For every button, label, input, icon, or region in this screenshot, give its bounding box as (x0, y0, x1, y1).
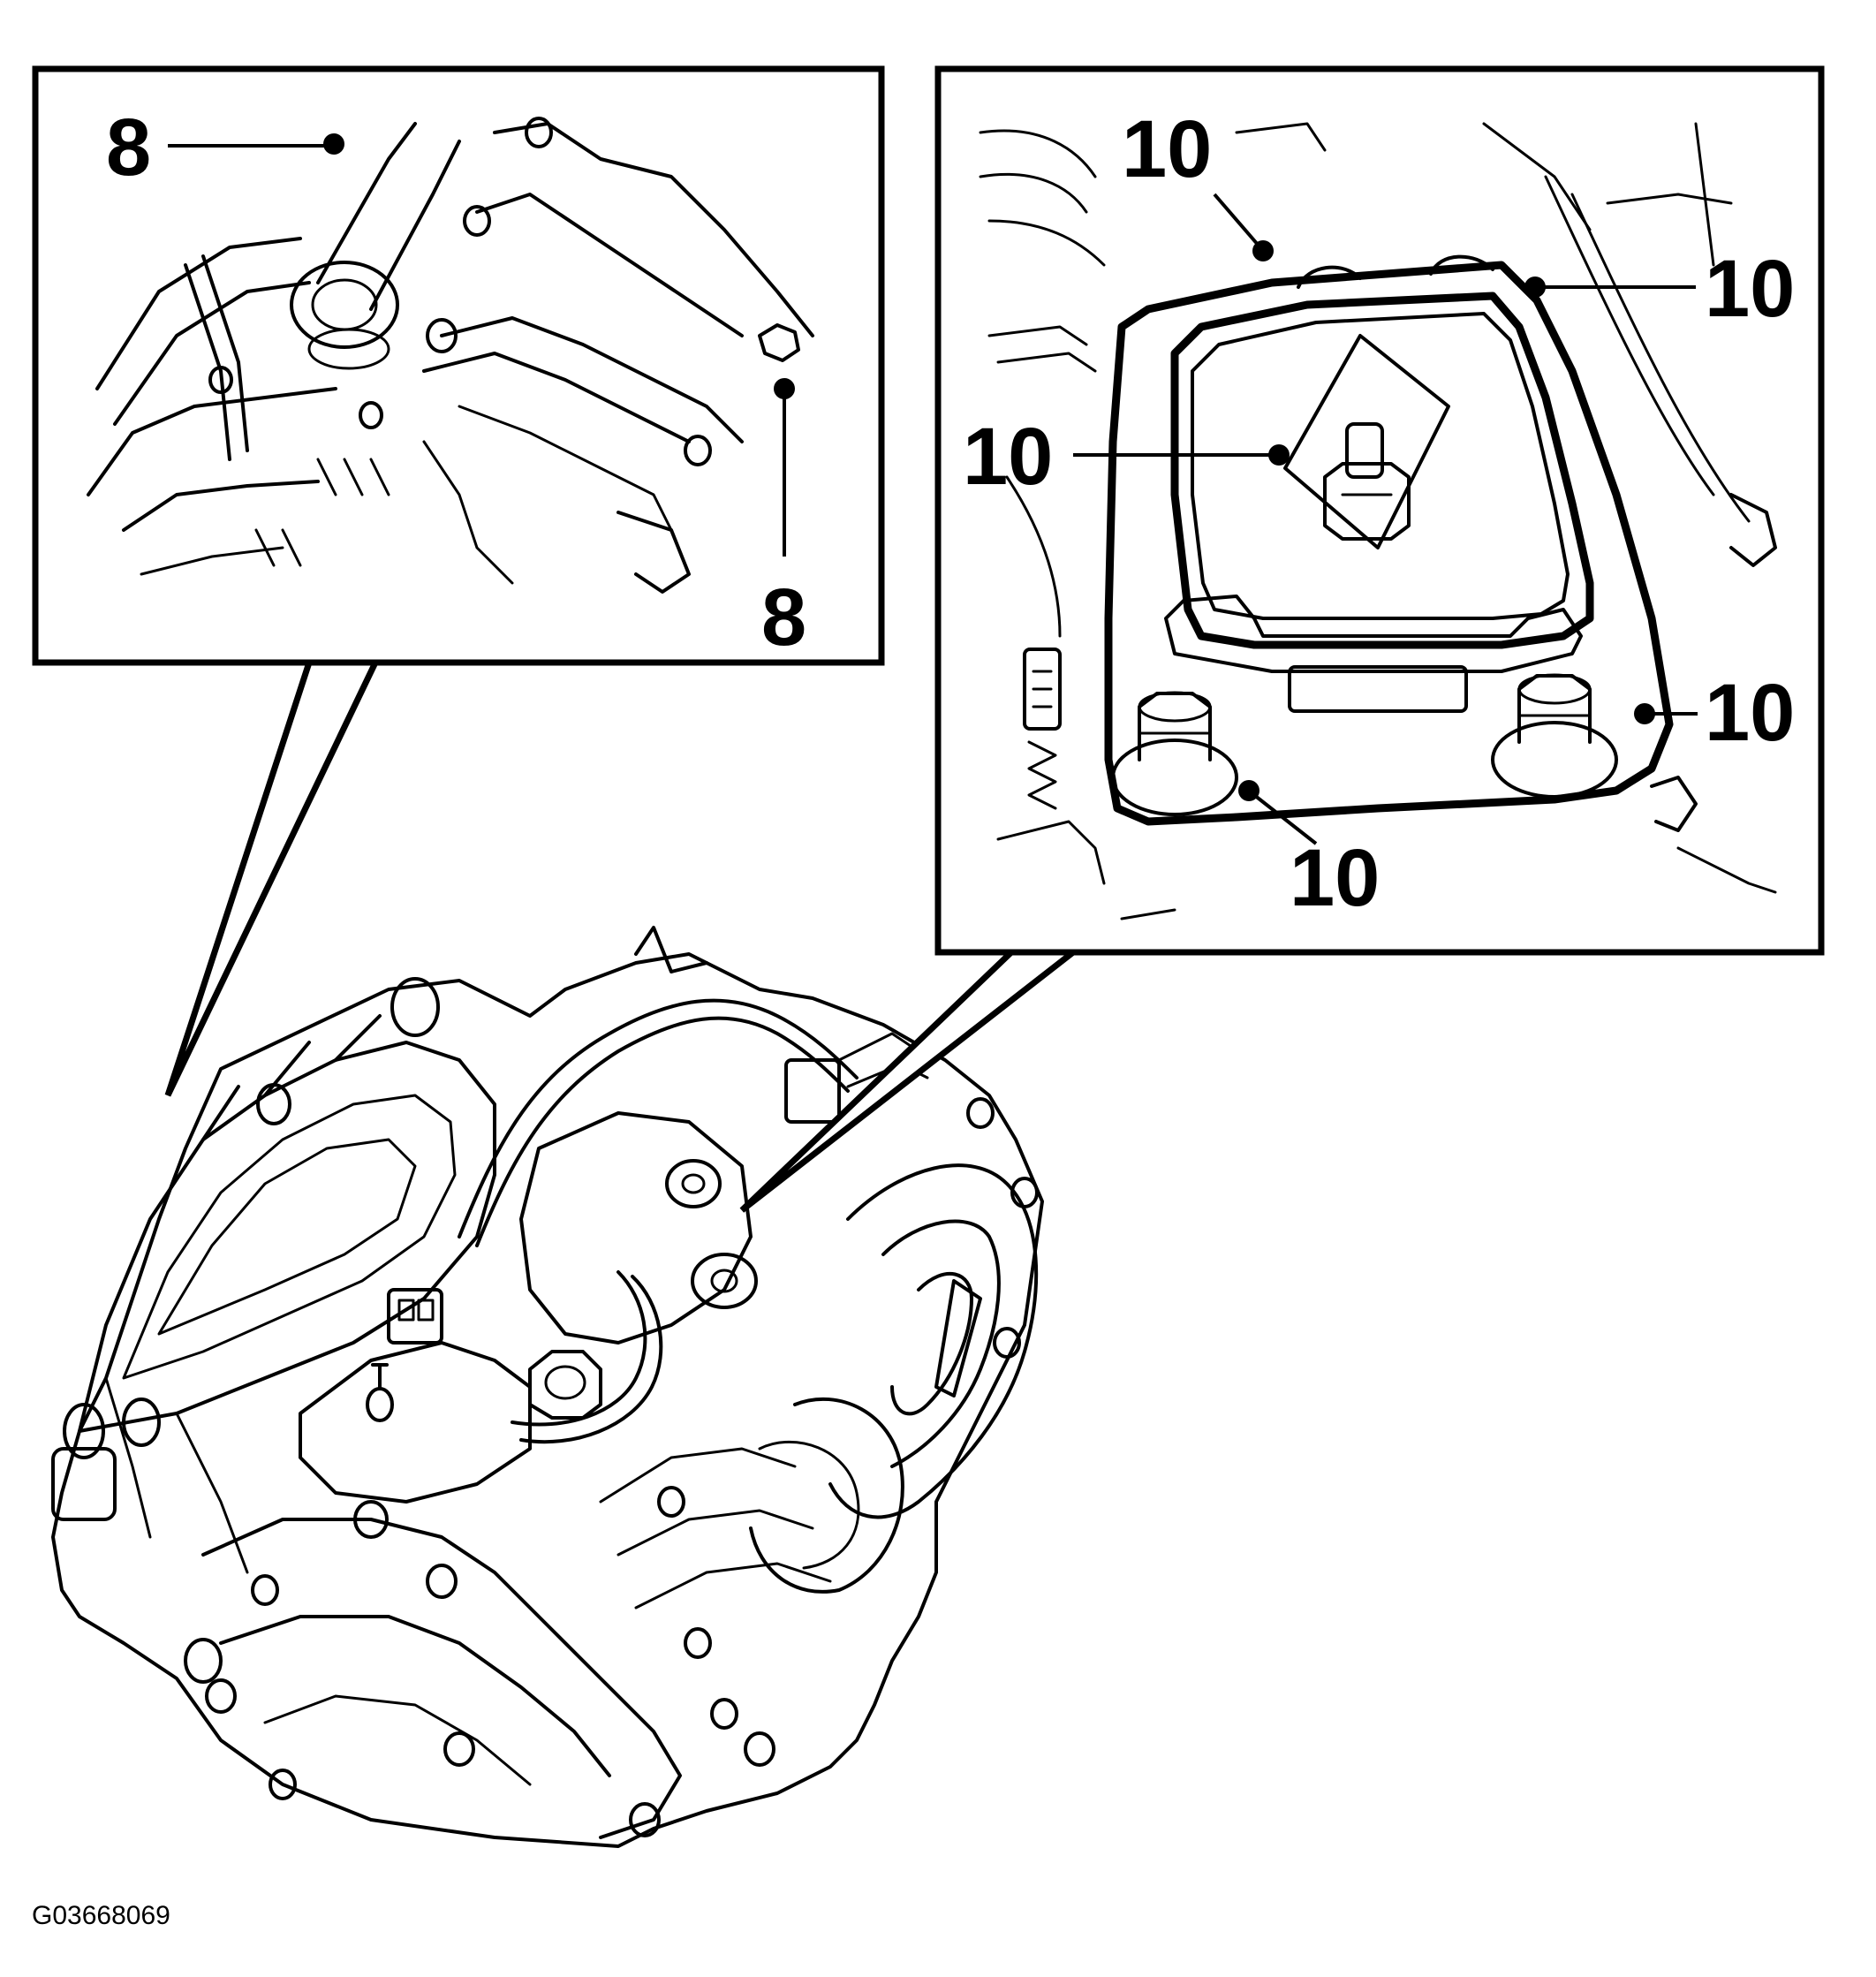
callout-10-bottom: 10 (1290, 833, 1380, 923)
callout-10-top-right: 10 (1705, 244, 1795, 334)
callout-10-top-left: 10 (1122, 104, 1212, 194)
right-detail-callout: 10 10 10 10 10 (739, 65, 1825, 1213)
callout-8-top: 8 (106, 102, 151, 193)
callout-10-middle-right: 10 (1705, 668, 1795, 758)
left-detail-callout: 8 8 (32, 65, 885, 1097)
transmission-assembly (51, 926, 1044, 1848)
left-detail-drawing (87, 117, 814, 594)
callout-8-bottom: 8 (761, 572, 806, 663)
figure-id: G03668069 (32, 1901, 170, 1930)
right-detail-drawing (979, 122, 1777, 920)
bottom-right-bolt (1491, 673, 1618, 799)
callout-10-middle-left: 10 (963, 412, 1053, 502)
bottom-left-bolt (1111, 691, 1238, 816)
